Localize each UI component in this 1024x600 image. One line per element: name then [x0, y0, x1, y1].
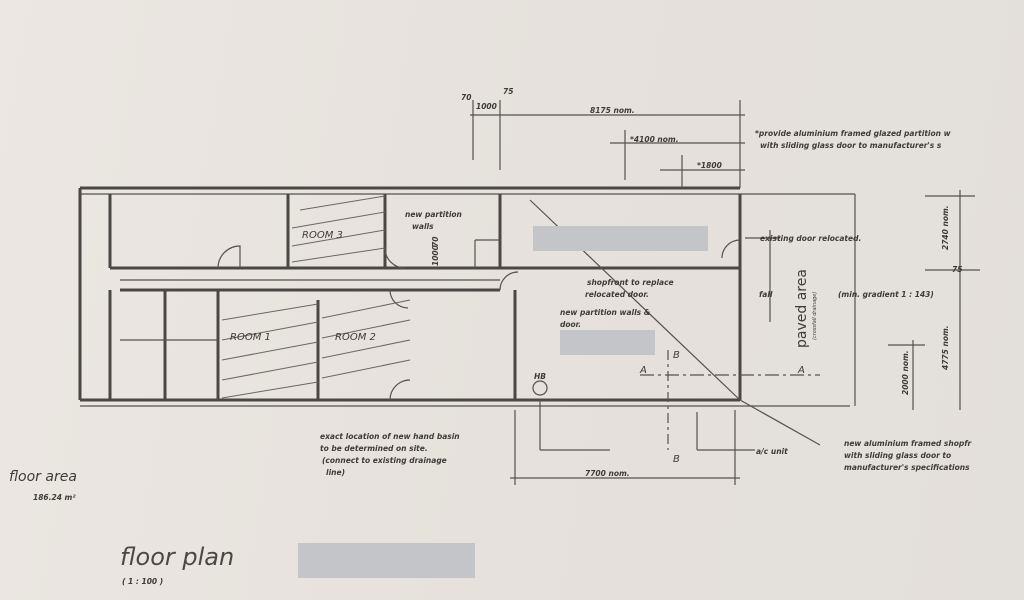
dimension-lines [470, 100, 980, 485]
note-existing-door: existing door relocated. [760, 234, 861, 243]
note-hand-basin: (connect to existing drainage [322, 456, 447, 465]
note-gradient: (min. gradient 1 : 143) [838, 290, 934, 299]
dim-1800: *1800 [697, 161, 722, 170]
hand-basin-label: HB [534, 372, 546, 381]
note-new-partition: new partition [405, 210, 462, 219]
redacted-title-block [298, 543, 475, 578]
note-shopfront: relocated door. [585, 290, 649, 299]
walls [78, 186, 856, 450]
redacted-block [533, 226, 708, 251]
paved-area-label: paved area [794, 269, 810, 348]
section-a-marker-right: A [797, 365, 805, 376]
note-shopfront: shopfront to replace [587, 278, 674, 287]
dim-70-partition: 70 [431, 237, 440, 247]
note-new-partition: walls [412, 222, 434, 231]
dim-1000: 1000 [476, 102, 497, 111]
room-3-label: ROOM 3 [302, 230, 343, 241]
dim-1000-partition: 1000 [431, 245, 440, 266]
dim-fall: fall [759, 290, 773, 299]
dim-2000: 2000 nom. [901, 350, 910, 395]
note-glazed-partition: *provide aluminium framed glazed partiti… [755, 129, 951, 138]
paved-area-sublabel: (crossfall drainage) [812, 292, 818, 340]
note-glazed-partition: with sliding glass door to manufacturer'… [760, 141, 942, 150]
floor-area-label: floor area [9, 469, 77, 485]
note-ac-unit: a/c unit [756, 447, 788, 456]
drawing-scale: ( 1 : 100 ) [122, 577, 163, 586]
section-b-marker-bottom: B [673, 454, 680, 465]
note-hand-basin: line) [326, 468, 345, 477]
section-b-marker-top: B [673, 350, 680, 361]
room-2-label: ROOM 2 [335, 332, 376, 343]
note-partition-door: door. [560, 320, 581, 329]
section-a-marker-left: A [639, 365, 647, 376]
dim-75-right: 75 [952, 265, 962, 274]
note-partition-door: new partition walls & [560, 308, 651, 317]
dim-4100: *4100 nom. [630, 135, 679, 144]
dim-2740: 2740 nom. [941, 205, 950, 250]
dim-7700: 7700 nom. [585, 469, 630, 478]
floor-area-value: 186.24 m² [33, 493, 76, 502]
note-hand-basin: exact location of new hand basin [320, 432, 460, 441]
dim-70: 70 [461, 93, 471, 102]
dim-4775: 4775 nom. [941, 325, 950, 370]
note-new-shopfront: with sliding glass door to [844, 451, 951, 460]
room-1-label: ROOM 1 [230, 332, 271, 343]
redacted-block [560, 330, 655, 355]
drawing-title: floor plan [120, 543, 234, 571]
dim-75: 75 [503, 87, 513, 96]
dim-8175: 8175 nom. [590, 106, 635, 115]
note-new-shopfront: manufacturer's specifications [844, 463, 970, 472]
note-hand-basin: to be determined on site. [320, 444, 428, 453]
note-new-shopfront: new aluminium framed shopfr [844, 439, 972, 448]
